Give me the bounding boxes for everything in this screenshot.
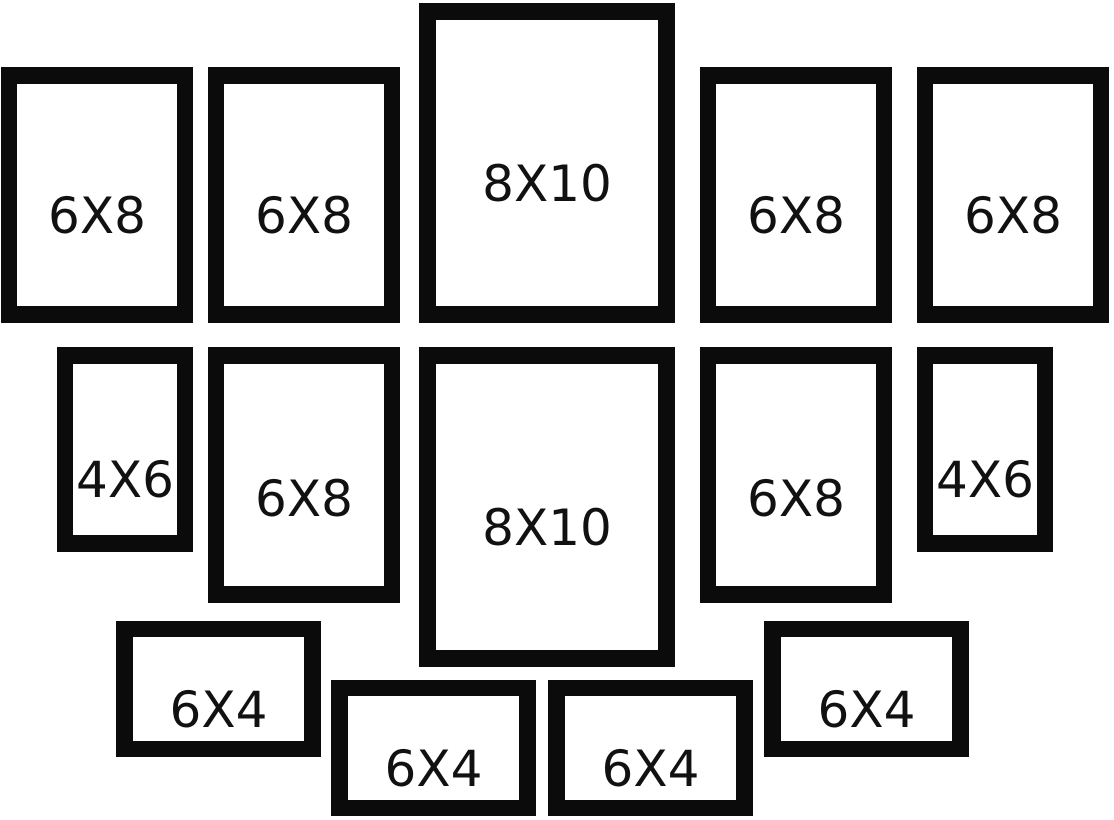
- frame-6x8: 6X8: [208, 347, 400, 603]
- frame-size-label: 4X6: [936, 451, 1034, 509]
- frame-size-label: 6X4: [169, 681, 268, 739]
- frame-6x4: 6X4: [331, 680, 536, 816]
- frame-size-label: 6X8: [48, 187, 146, 245]
- frame-size-label: 4X6: [76, 451, 174, 509]
- frame-size-label: 6X8: [747, 187, 845, 245]
- frame-size-label: 6X8: [964, 187, 1062, 245]
- frame-6x4: 6X4: [764, 621, 969, 757]
- frame-6x8: 6X8: [700, 67, 892, 323]
- frame-size-label: 8X10: [482, 499, 612, 557]
- frame-6x8: 6X8: [700, 347, 892, 603]
- frame-size-label: 6X4: [817, 681, 916, 739]
- frame-6x8: 6X8: [1, 67, 193, 323]
- frame-size-label: 6X8: [255, 470, 353, 528]
- frame-8x10: 8X10: [419, 3, 675, 323]
- frame-size-label: 6X8: [747, 470, 845, 528]
- frame-6x4: 6X4: [548, 680, 753, 816]
- frame-size-label: 6X4: [601, 740, 700, 798]
- frame-4x6: 4X6: [57, 347, 193, 552]
- frame-6x4: 6X4: [116, 621, 321, 757]
- frame-size-label: 6X4: [384, 740, 483, 798]
- frame-6x8: 6X8: [208, 67, 400, 323]
- frame-size-label: 8X10: [482, 155, 612, 213]
- frame-8x10: 8X10: [419, 347, 675, 667]
- frame-4x6: 4X6: [917, 347, 1053, 552]
- frame-6x8: 6X8: [917, 67, 1109, 323]
- frame-size-label: 6X8: [255, 187, 353, 245]
